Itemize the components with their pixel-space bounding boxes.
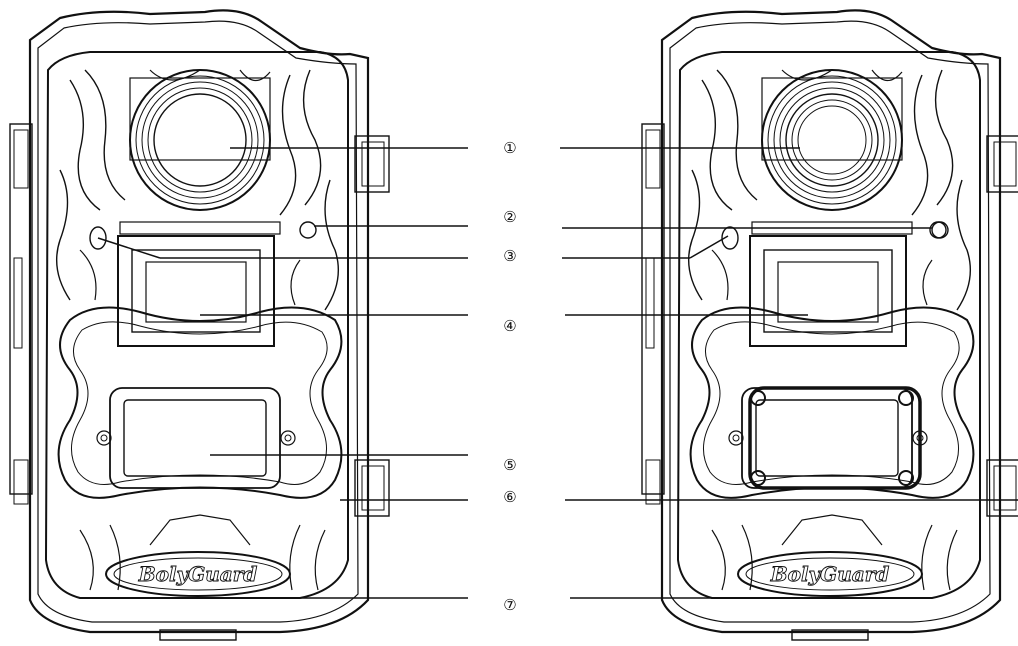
callout-5: ⑤: [493, 448, 527, 482]
left-logo-text: BolyGuard: [138, 562, 258, 586]
callout-4: ④: [493, 309, 527, 343]
callout-5-label: ⑤: [503, 455, 517, 474]
callout-1-label: ①: [503, 138, 517, 157]
callout-6: ⑥: [493, 480, 527, 514]
callout-4-label: ④: [503, 316, 517, 335]
callout-2: ②: [493, 200, 527, 234]
callout-7: ⑦: [493, 588, 527, 622]
callout-7-label: ⑦: [503, 595, 517, 614]
left-camera-drawing: BolyGuard: [8, 9, 391, 642]
right-leader-lines: [560, 147, 1018, 599]
right-camera-drawing: BolyGuard: [640, 9, 1018, 642]
callout-6-label: ⑥: [503, 487, 517, 506]
callout-3-label: ③: [503, 246, 517, 265]
callout-3: ③: [493, 239, 527, 273]
right-logo-text: BolyGuard: [770, 562, 890, 586]
callout-2-label: ②: [503, 207, 517, 226]
callout-1: ①: [493, 131, 527, 165]
left-leader-lines: [97, 147, 468, 599]
